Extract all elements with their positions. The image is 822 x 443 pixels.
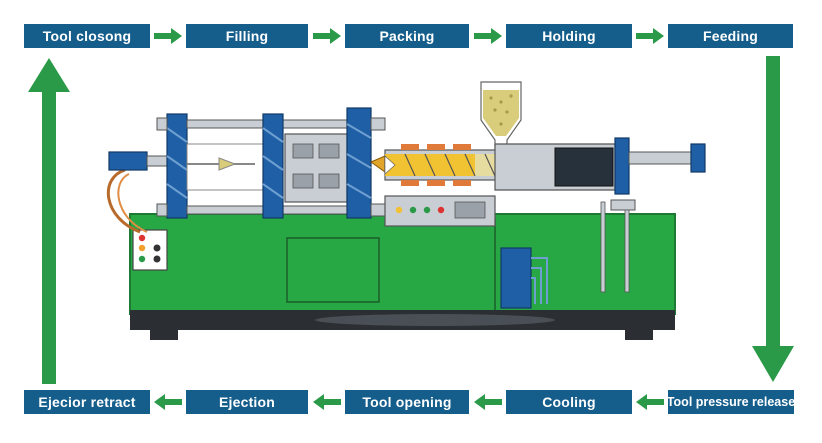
orange-button <box>138 244 146 252</box>
fixed-platen <box>346 107 372 219</box>
step-tool-pressure-release: Tool pressure release <box>667 390 795 414</box>
right-arrow-icon <box>154 28 182 44</box>
control-box <box>132 229 168 271</box>
left-arrow-icon <box>313 394 341 410</box>
right-arrow-icon <box>474 28 502 44</box>
red-button <box>138 234 146 242</box>
left-arrow-icon <box>636 394 664 410</box>
injection-molding-machine <box>106 81 706 340</box>
machine-body <box>129 213 676 315</box>
step-cooling: Cooling <box>506 390 632 414</box>
right-arrow-icon <box>313 28 341 44</box>
hand-wheel <box>690 143 706 173</box>
step-ejection: Ejection <box>186 390 308 414</box>
step-tool-opening: Tool opening <box>345 390 469 414</box>
step-feeding: Feeding <box>668 24 793 48</box>
step-tool-closong: Tool closong <box>24 24 150 48</box>
step-filling: Filling <box>186 24 308 48</box>
clamp-cylinder <box>108 151 148 171</box>
step-ejecior-retract: Ejecior retract <box>24 390 150 414</box>
pump <box>500 247 532 309</box>
up-arrow-icon <box>28 58 70 384</box>
right-arrow-icon <box>636 28 664 44</box>
machine-door <box>286 237 380 303</box>
left-arrow-icon <box>154 394 182 410</box>
moving-platen <box>262 113 284 219</box>
left-arrow-icon <box>474 394 502 410</box>
green-button <box>138 255 146 263</box>
nozzle <box>369 155 386 173</box>
step-packing: Packing <box>345 24 469 48</box>
down-arrow-icon <box>752 56 794 382</box>
step-holding: Holding <box>506 24 632 48</box>
